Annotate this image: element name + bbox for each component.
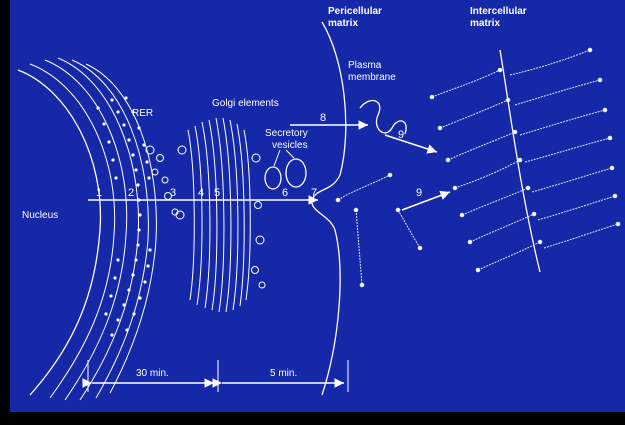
step-number: 4 [198, 187, 204, 199]
step-number: 9 [398, 129, 404, 141]
timeline [88, 360, 348, 392]
bottom-border [0, 412, 625, 425]
left-border [0, 0, 10, 425]
step-number: 3 [170, 187, 176, 199]
step-number: 8 [320, 112, 326, 124]
pericellular-label-line2: matrix [328, 18, 358, 29]
step-number: 7 [311, 187, 317, 199]
step-number: 6 [282, 187, 288, 199]
pericellular-fibrils [336, 173, 422, 287]
rer-label: RER [132, 108, 153, 119]
plasma-label-line1: Plasma [348, 60, 382, 71]
secretory-label-line2: vesicles [272, 140, 308, 151]
timeline-label-30min: 30 min. [136, 368, 169, 379]
step-number: 9 [416, 187, 422, 199]
intercellular-label-line1: Intercellular [470, 6, 527, 17]
pericellular-label-line1: Pericellular [328, 6, 382, 17]
step-number: 5 [214, 187, 220, 199]
golgi-label: Golgi elements [212, 98, 279, 109]
plasma-label-line2: membrane [348, 72, 396, 83]
rer-membranes [18, 58, 178, 400]
intercellular-label-line2: matrix [470, 18, 500, 29]
nucleus-label: Nucleus [22, 210, 58, 221]
secretory-label-line1: Secretory [265, 128, 308, 139]
timeline-label-5min: 5 min. [270, 368, 297, 379]
secretory-vesicles [265, 150, 306, 189]
golgi-stack [176, 118, 265, 312]
intercellular-fibril-network [430, 48, 620, 272]
step-number: 2 [128, 187, 134, 199]
step-number: 1 [96, 187, 102, 199]
flow-arrow-9-upper [385, 135, 437, 152]
flow-arrow-9-lower [402, 192, 450, 210]
plasma-membrane [312, 22, 346, 395]
